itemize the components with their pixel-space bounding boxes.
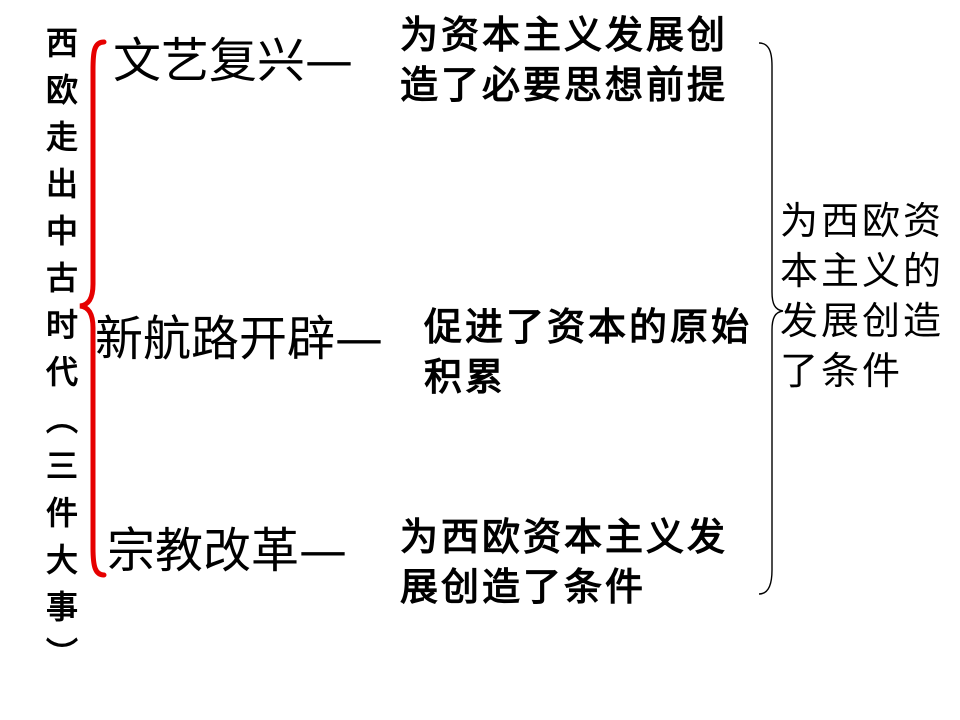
conclusion-line: 发展创造 [780, 299, 945, 343]
effect-line: 为西欧资本主义发 [400, 515, 729, 559]
effect-line: 造了必要思想前提 [400, 63, 729, 107]
conclusion-line: 为西欧资 [780, 199, 945, 243]
conclusion-line: 本主义的 [780, 249, 945, 293]
event-effect-new-sea-routes: 促进了资本的原始 积累 [424, 302, 752, 402]
event-effect-reformation: 为西欧资本主义发 展创造了条件 [400, 512, 728, 612]
conclusion-text: 为西欧资 本主义的 发展创造 了条件 [780, 196, 944, 396]
effect-line: 为资本主义发展创 [400, 13, 729, 57]
event-title-reformation: 宗教改革— [107, 523, 348, 579]
left-red-brace [79, 39, 107, 578]
event-title-renaissance: 文艺复兴— [113, 33, 354, 89]
event-title-new-sea-routes: 新航路开辟— [95, 311, 384, 367]
conclusion-line: 了条件 [780, 349, 904, 393]
event-effect-renaissance: 为资本主义发展创 造了必要思想前提 [400, 10, 728, 110]
effect-line: 促进了资本的原始 [424, 305, 753, 349]
right-black-brace [758, 42, 784, 595]
effect-line: 展创造了条件 [400, 565, 647, 609]
side-title-vertical: 西欧走出中古时代（三件大事） [41, 26, 79, 684]
effect-line: 积累 [424, 355, 507, 399]
